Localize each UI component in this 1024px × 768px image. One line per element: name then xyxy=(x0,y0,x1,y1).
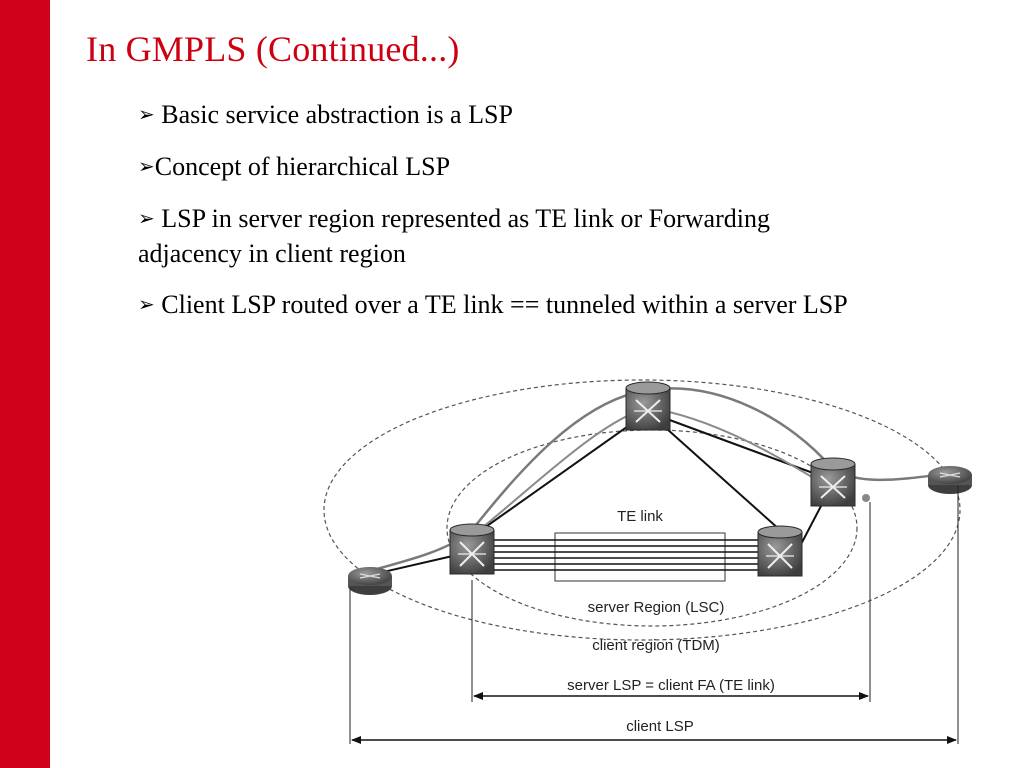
switch-icon xyxy=(810,457,856,507)
te-link-box xyxy=(554,532,726,582)
bullet-item: ➢Concept of hierarchical LSP xyxy=(138,152,451,181)
arrow-bullet-icon: ➢ xyxy=(138,102,155,126)
arrow-bullet-icon: ➢ xyxy=(138,154,155,178)
server-region-label: server Region (LSC) xyxy=(588,599,725,616)
accent-bar xyxy=(0,0,50,768)
slide-title: In GMPLS (Continued...) xyxy=(86,29,460,69)
bullet-list: ➢ Basic service abstraction is a LSP ➢Co… xyxy=(138,98,958,340)
server-lsp-label: server LSP = client FA (TE link) xyxy=(567,677,775,694)
client-lsp-label: client LSP xyxy=(626,718,694,735)
te-link-bundle xyxy=(470,539,778,571)
bullet-item: ➢ LSP in server region represented as TE… xyxy=(138,204,770,268)
router-icon xyxy=(928,466,972,494)
router-icon xyxy=(348,567,392,595)
gmpls-hierarchy-diagram: TE link xyxy=(300,360,990,768)
switch-icon xyxy=(757,525,803,577)
bullet-item: ➢ Client LSP routed over a TE link == tu… xyxy=(138,290,848,319)
bullet-item: ➢ Basic service abstraction is a LSP xyxy=(138,100,513,129)
client-region-label: client region (TDM) xyxy=(592,637,720,654)
lsp-endpoint-dot xyxy=(862,494,870,502)
arrow-bullet-icon: ➢ xyxy=(138,206,155,230)
arrow-bullet-icon: ➢ xyxy=(138,292,155,316)
te-link-label: TE link xyxy=(617,508,663,525)
client-region-ellipse xyxy=(323,379,961,641)
span-guides xyxy=(349,486,959,744)
switch-icon xyxy=(449,523,495,575)
switch-icon xyxy=(625,381,671,431)
